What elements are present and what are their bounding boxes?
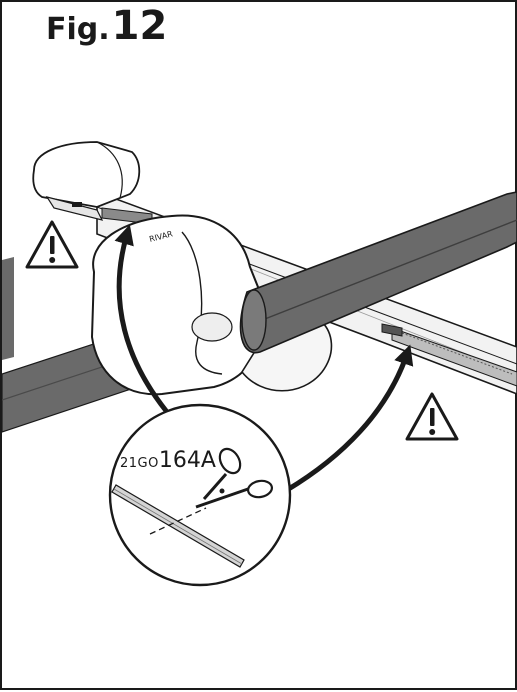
warning-triangle-icon <box>405 392 459 441</box>
scissors-icon <box>195 447 273 509</box>
arrow-left-insert <box>114 224 169 414</box>
part-code-prefix: 21GO <box>120 456 159 471</box>
part-code: 164A <box>158 448 216 473</box>
arrow-right-insert <box>285 344 414 493</box>
rail-end-cap <box>32 141 141 221</box>
detail-circle <box>108 403 292 587</box>
part-code-label: 21GO164A <box>120 450 216 472</box>
warning-triangle-icon <box>25 220 79 269</box>
figure-title: Fig.12 <box>46 6 167 46</box>
cross-bar-main <box>239 191 517 354</box>
figure-title-word: Fig. <box>46 12 110 47</box>
figure-title-number: 12 <box>111 3 168 49</box>
